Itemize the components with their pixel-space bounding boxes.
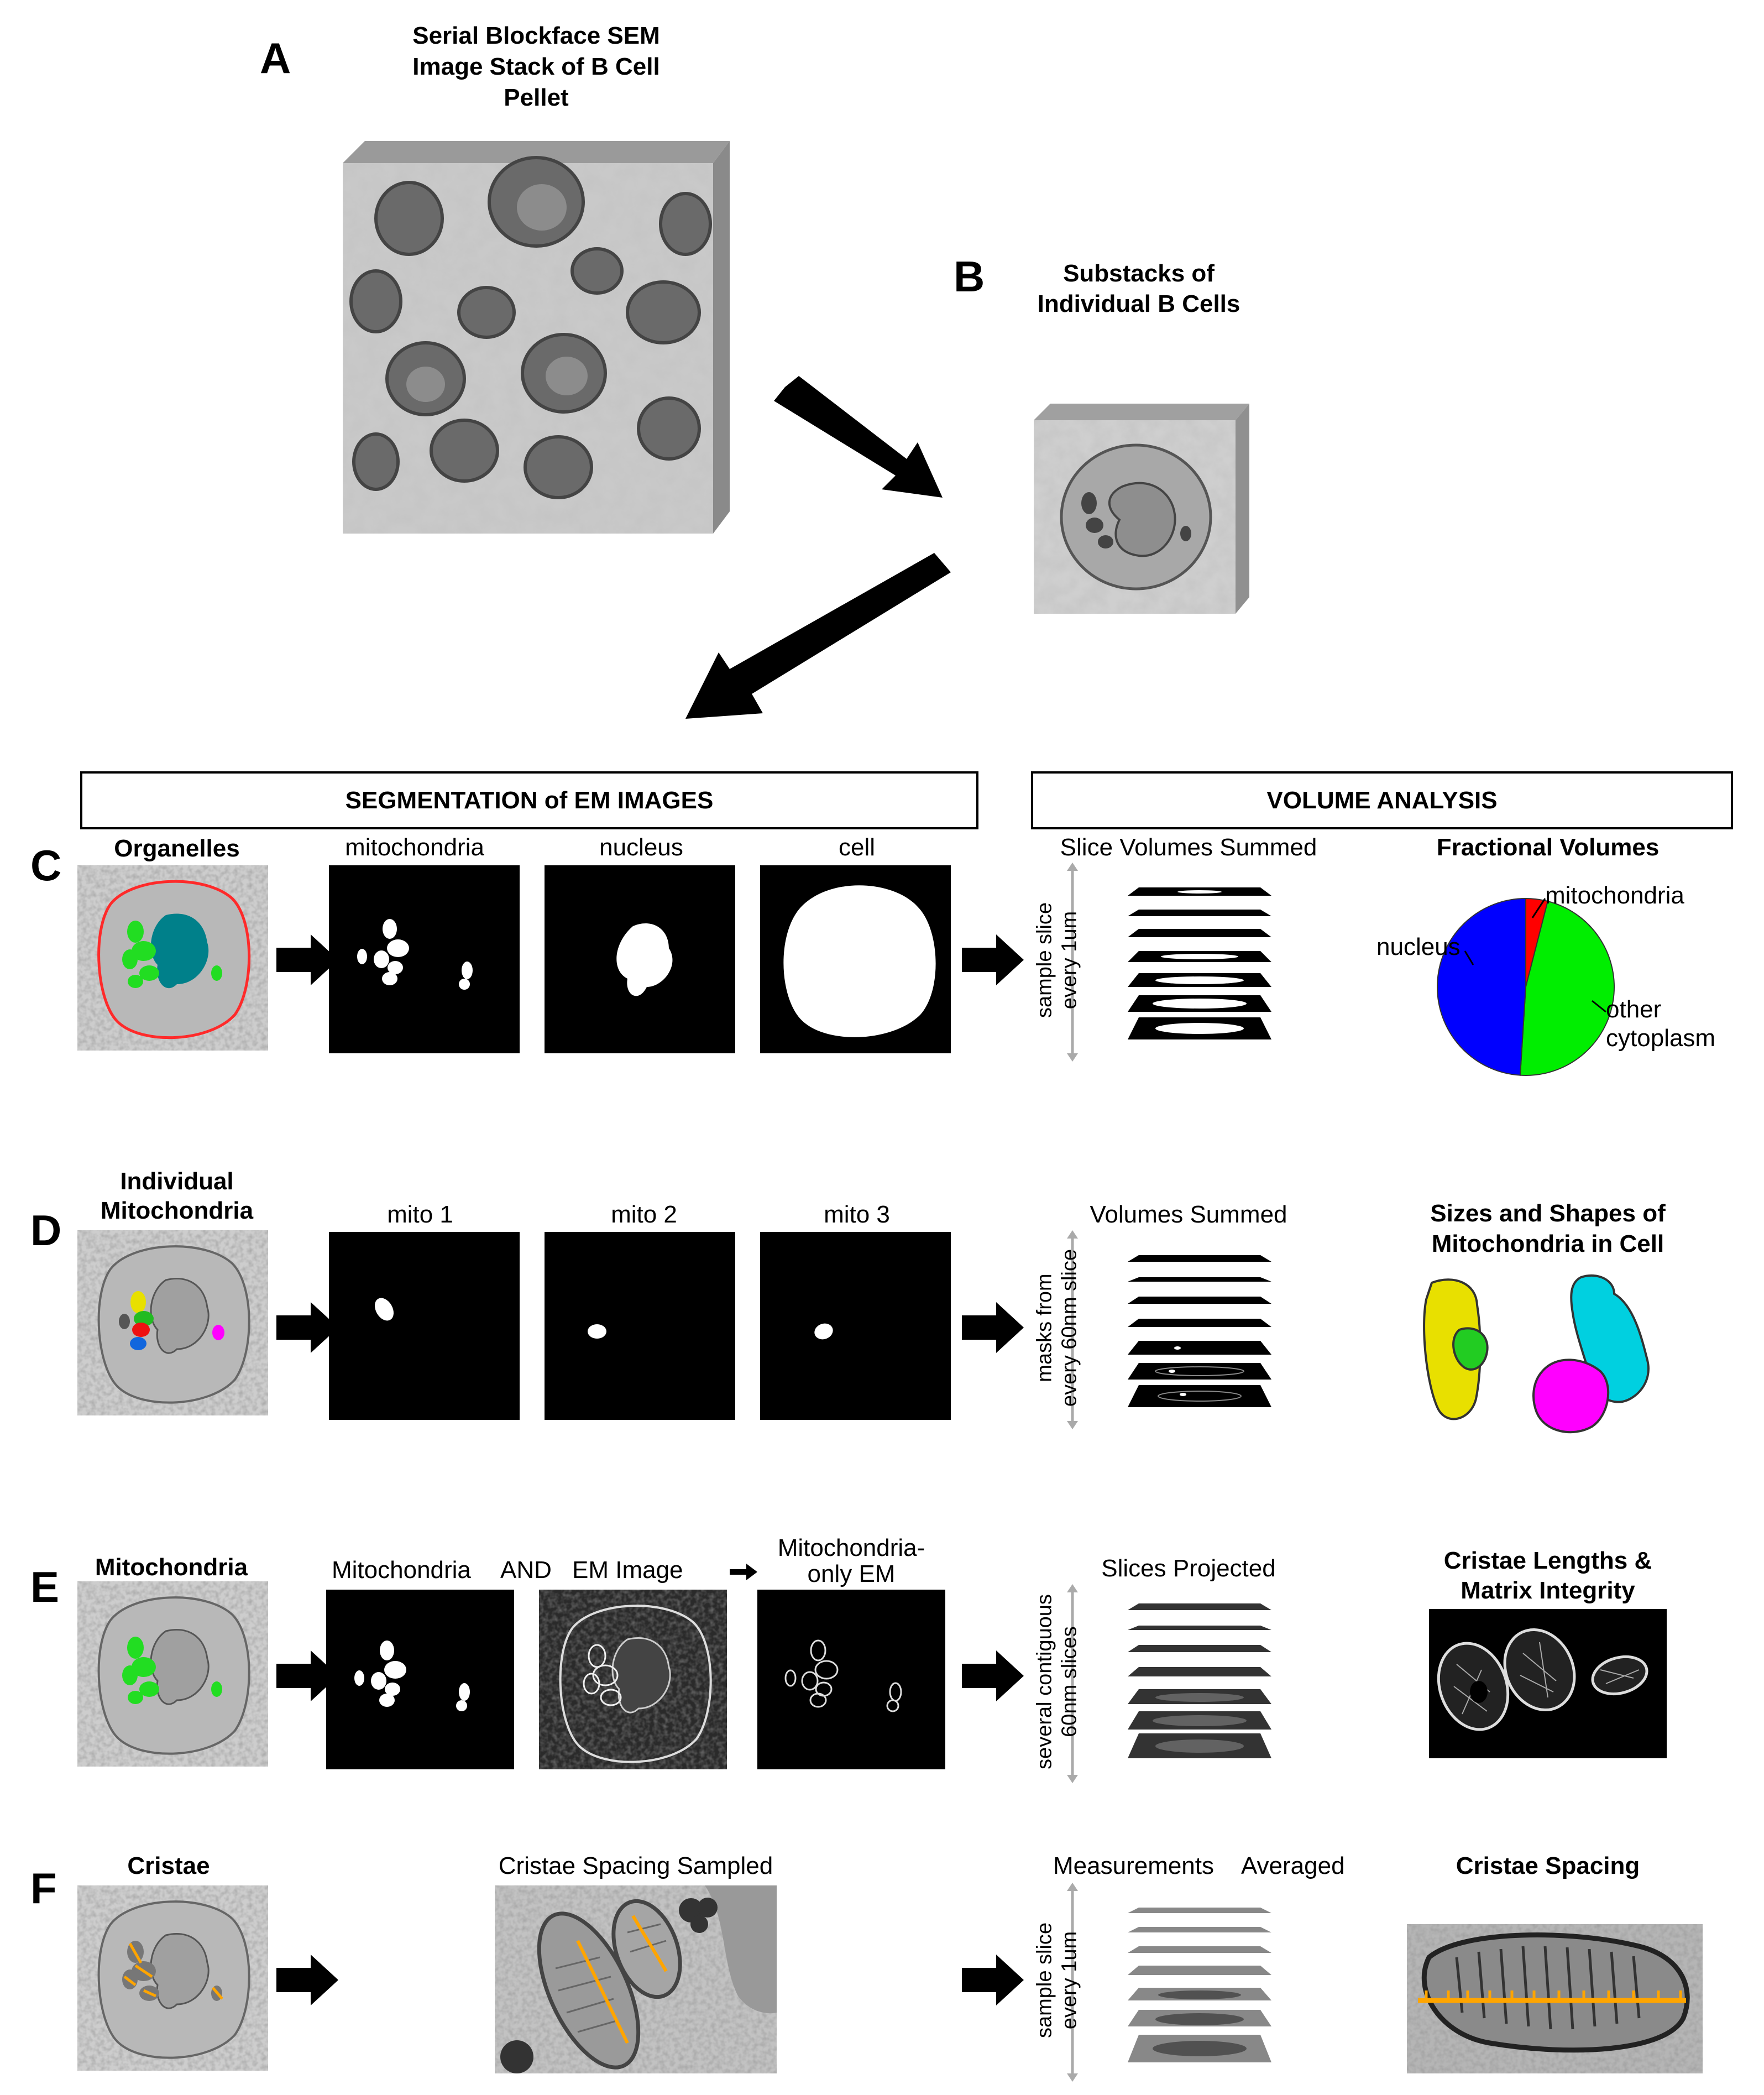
cristae-spacing-sampled-title: Cristae Spacing Sampled	[498, 1852, 773, 1879]
mitochondria-3d-renderings	[1423, 1274, 1650, 1434]
mitochondria-em-image	[77, 1581, 268, 1767]
panel-f-stack-title-a: Measurements	[1053, 1852, 1215, 1879]
panel-c-axis-arrow	[1067, 863, 1078, 1062]
panel-a-title-line-1: Serial Blockface SEM	[412, 22, 660, 49]
panel-e-slice-stack	[1128, 1603, 1271, 1758]
individual-mitochondria-em-image	[77, 1230, 268, 1415]
panel-c-slice-stack	[1128, 887, 1271, 1039]
mitochondria-mask	[329, 865, 520, 1053]
panel-e-result-title-1: Cristae Lengths &	[1443, 1547, 1652, 1574]
panel-d-axis-arrow	[1067, 1230, 1078, 1429]
fractional-volumes-title: Fractional Volumes	[1436, 834, 1660, 861]
panel-letter-f: F	[30, 1864, 57, 1913]
mito-1-mask	[329, 1232, 520, 1420]
panel-e-label: Mitochondria	[95, 1554, 248, 1581]
panel-e-stack-title: Slices Projected	[1101, 1555, 1276, 1582]
arrow-d-to-masks	[276, 1302, 338, 1353]
panel-e-result-line-2: only EM	[807, 1560, 896, 1587]
panel-e-mitochondria-mask	[326, 1590, 514, 1769]
panel-d-axis-label-1: masks from	[1033, 1273, 1056, 1382]
panel-letter-b: B	[954, 252, 985, 301]
panel-d-result-title-1: Sizes and Shapes of	[1430, 1200, 1666, 1227]
mitochondria-only-em-image	[757, 1590, 945, 1769]
panel-f-slice-stack	[1128, 1908, 1271, 2062]
panel-e-result-title-2: Matrix Integrity	[1461, 1577, 1635, 1604]
panel-e-em-label: EM Image	[572, 1556, 683, 1584]
panel-f-label: Cristae	[127, 1852, 210, 1879]
panel-d-label-line-2: Mitochondria	[100, 1197, 254, 1224]
cristae-matrix-image	[1429, 1609, 1667, 1758]
mask-label-mitochondria: mitochondria	[345, 834, 484, 861]
panel-e-axis-label-1: several contiguous	[1033, 1594, 1056, 1769]
pie-label-nucleus: nucleus	[1376, 933, 1461, 960]
panel-letter-c: C	[30, 841, 62, 890]
panel-a-title-line-3: Pellet	[504, 84, 569, 111]
panel-e-result-line-1: Mitochondria-	[777, 1534, 925, 1561]
fractional-volumes-pie	[1437, 897, 1615, 1076]
cristae-em-image	[77, 1885, 268, 2071]
nucleus-mask	[545, 865, 735, 1053]
panel-letter-a: A	[260, 34, 291, 82]
panel-e-axis-arrow	[1067, 1584, 1078, 1783]
panel-f-axis-arrow	[1067, 1883, 1078, 2082]
panel-f-axis-label-1: sample slice	[1033, 1922, 1056, 2039]
cell-mask	[760, 865, 951, 1053]
panel-letter-e: E	[30, 1563, 60, 1611]
mask-label-mito-1: mito 1	[387, 1201, 453, 1228]
panel-f-axis-label-2: every 1um	[1058, 1931, 1081, 2030]
arrow-b-to-c	[685, 553, 951, 719]
panel-e-em-edge-image	[539, 1590, 727, 1769]
pie-slice-other-cytoplasm	[1519, 900, 1615, 1076]
mask-label-mito-2: mito 2	[611, 1201, 677, 1228]
panel-b-title-line-2: Individual B Cells	[1037, 290, 1240, 317]
arrow-a-to-b	[774, 376, 943, 498]
arrow-f-to-sample	[276, 1955, 338, 2005]
arrow-f-to-volume	[962, 1955, 1024, 2005]
panel-d-slice-stack	[1128, 1255, 1271, 1407]
arrow-e-to-volume	[962, 1650, 1024, 1701]
panel-c-label: Organelles	[114, 835, 240, 862]
cristae-spacing-title: Cristae Spacing	[1456, 1852, 1640, 1879]
volume-analysis-header: VOLUME ANALYSIS	[1031, 771, 1733, 829]
panel-e-mask-label: Mitochondria	[332, 1556, 471, 1584]
organelles-em-image	[77, 865, 268, 1051]
panel-d-label-line-1: Individual	[120, 1168, 234, 1195]
panel-letter-d: D	[30, 1206, 62, 1255]
cristae-spacing-sample-image	[495, 1885, 777, 2073]
mito-3-mask	[760, 1232, 951, 1420]
pie-label-other-cytoplasm: other cytoplasm	[1606, 996, 1716, 1052]
mask-label-nucleus: nucleus	[599, 834, 683, 861]
em-image-stack-cube	[343, 141, 730, 534]
segmentation-header: SEGMENTATION of EM IMAGES	[80, 771, 978, 829]
panel-e-axis-label-2: 60nm slices	[1058, 1626, 1081, 1737]
panel-e-and-label: AND	[500, 1556, 552, 1584]
panel-d-axis-label-2: every 60nm slice	[1058, 1248, 1081, 1407]
arrow-small-e	[730, 1564, 757, 1580]
panel-b-title-line-1: Substacks of	[1063, 260, 1215, 287]
panel-a-title-line-2: Image Stack of B Cell	[412, 53, 660, 80]
pie-label-other-line: other cytoplasm	[1606, 995, 1733, 1053]
panel-f-stack-title-b: Averaged	[1241, 1852, 1345, 1879]
arrow-d-to-volume	[962, 1302, 1024, 1353]
cristae-spacing-measure-image	[1407, 1924, 1703, 2073]
arrow-e-to-masks	[276, 1650, 338, 1701]
mask-label-mito-3: mito 3	[824, 1201, 890, 1228]
pie-slice-nucleus	[1437, 897, 1526, 1076]
mask-label-cell: cell	[838, 834, 876, 861]
panel-d-result-title-2: Mitochondria in Cell	[1431, 1230, 1664, 1257]
panel-d-stack-title: Volumes Summed	[1090, 1201, 1287, 1228]
single-cell-substack-cube	[1034, 404, 1249, 614]
panel-c-stack-title: Slice Volumes Summed	[1060, 834, 1317, 861]
pie-label-mitochondria: mitochondria	[1545, 882, 1684, 909]
mito-2-mask	[545, 1232, 735, 1420]
